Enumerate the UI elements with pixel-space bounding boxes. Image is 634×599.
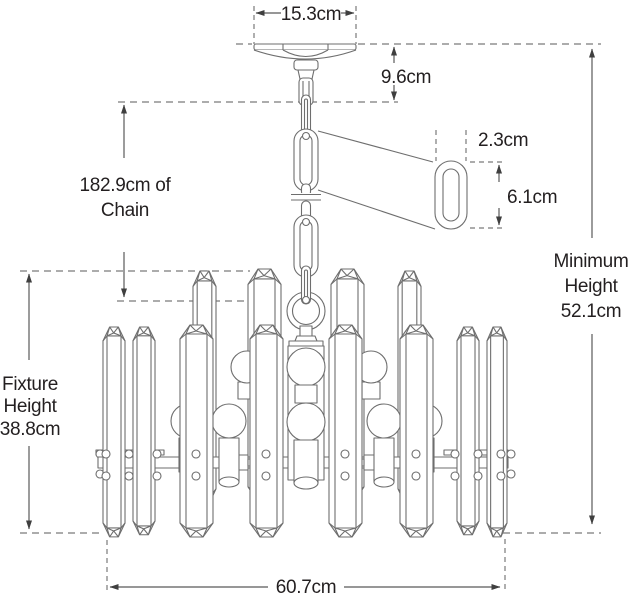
hanging-ring bbox=[286, 265, 326, 347]
callout-leader-lines bbox=[317, 130, 436, 230]
canopy-height-label: 9.6cm bbox=[381, 67, 431, 88]
link-width-label: 2.3cm bbox=[478, 130, 528, 151]
light-bulb bbox=[286, 347, 326, 387]
link-width-extension-lines bbox=[435, 130, 467, 161]
canopy-collar bbox=[293, 59, 319, 71]
fixture-height-label-line2: Height bbox=[3, 396, 57, 417]
crystal-bar bbox=[456, 326, 480, 536]
ring-finial bbox=[299, 325, 313, 337]
reference-lines bbox=[20, 6, 601, 593]
crystal-bar bbox=[328, 324, 363, 538]
enlarged-chain-link bbox=[434, 160, 468, 230]
bulb-socket bbox=[294, 384, 318, 404]
canopy-dome bbox=[253, 49, 357, 60]
crystal-bar bbox=[399, 324, 434, 538]
light-bulb bbox=[366, 403, 402, 439]
chain-break-mark bbox=[291, 193, 321, 201]
fixture-height-label-line3: 38.8cm bbox=[0, 419, 60, 440]
bulb-socket bbox=[361, 381, 381, 400]
min-height-label-line3: 52.1cm bbox=[561, 301, 622, 322]
min-height-label-line2: Height bbox=[564, 276, 618, 297]
canopy-width-extension-lines bbox=[253, 6, 357, 44]
crystal-pins bbox=[101, 449, 506, 481]
crystal-bar bbox=[132, 326, 156, 536]
link-height-label: 6.1cm bbox=[507, 187, 557, 208]
crystal-bar bbox=[249, 324, 284, 538]
crystal-bar bbox=[486, 326, 508, 538]
min-height-label-line1: Minimum bbox=[554, 251, 629, 272]
chain-length-label-line2: Chain bbox=[101, 200, 149, 221]
bulb-socket bbox=[218, 437, 240, 483]
crystal-bar bbox=[179, 324, 214, 538]
chain-length-label-line1: 182.9cm of bbox=[80, 175, 172, 196]
fixture bbox=[95, 265, 516, 538]
canopy-width-label: 15.3cm bbox=[281, 4, 342, 25]
ceiling-plate bbox=[253, 43, 357, 51]
dimension-labels: 15.3cm 9.6cm 182.9cm of Chain 2.3cm 6.1c… bbox=[0, 4, 629, 598]
light-bulb bbox=[211, 403, 247, 439]
light-bulb bbox=[286, 402, 326, 442]
fixture-height-label-line1: Fixture bbox=[2, 374, 58, 395]
fixture-width-extension-lines bbox=[106, 539, 506, 593]
fixture-width-label: 60.7cm bbox=[276, 577, 337, 598]
link-height-extension-lines bbox=[470, 161, 506, 229]
canopy bbox=[253, 43, 357, 106]
crystal-bar bbox=[102, 326, 126, 538]
dimension-lines bbox=[26, 10, 595, 590]
chain bbox=[288, 94, 324, 278]
bulb-socket bbox=[373, 437, 395, 483]
top-plate bbox=[288, 340, 324, 347]
link-detail-callout bbox=[317, 130, 506, 230]
